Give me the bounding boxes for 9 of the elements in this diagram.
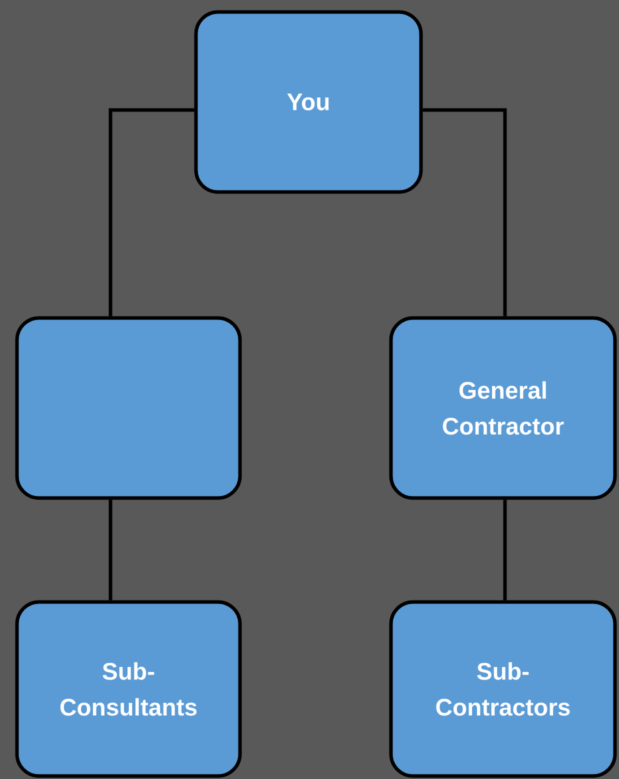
connector [108,500,112,600]
connector [108,108,194,316]
process-box: Sub- Contractors [389,600,617,778]
connector [422,108,507,316]
connector [503,500,507,600]
process-box: You [194,10,423,194]
process-box: Sub- Consultants [15,600,242,778]
process-box: General Contractor [389,316,617,500]
process-box [15,316,242,500]
